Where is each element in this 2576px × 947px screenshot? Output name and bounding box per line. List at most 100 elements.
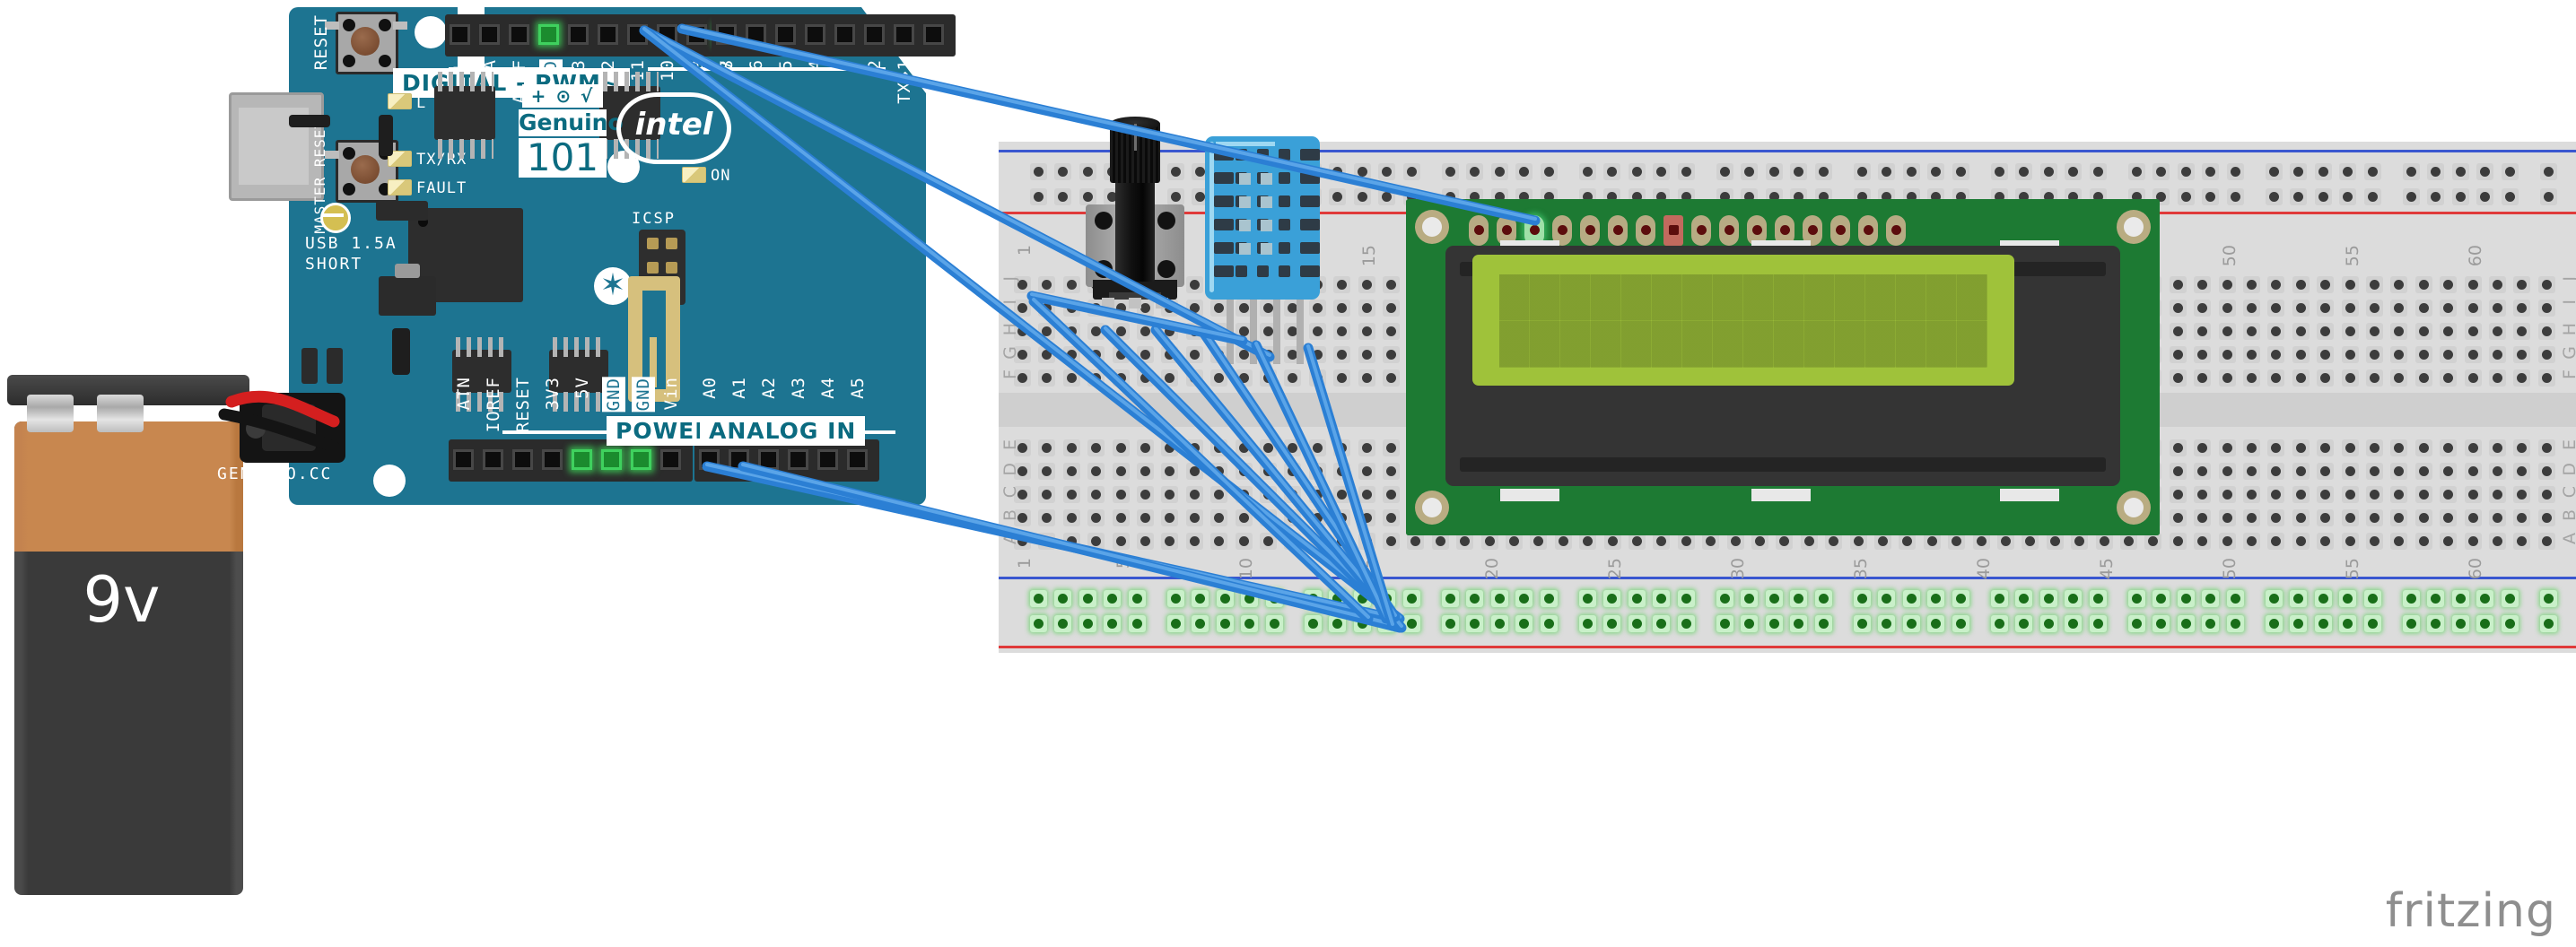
breadboard-hole-D52[interactable] bbox=[2267, 463, 2285, 480]
breadboard-rail-hole[interactable] bbox=[1814, 163, 1832, 180]
breadboard-rail-hole[interactable] bbox=[2065, 615, 2083, 632]
pin-socket-3V3[interactable] bbox=[542, 449, 563, 470]
breadboard-rail-hole[interactable] bbox=[1490, 163, 1508, 180]
breadboard-hole-G51[interactable] bbox=[2243, 346, 2260, 363]
breadboard-hole-H59[interactable] bbox=[2440, 323, 2458, 340]
breadboard-hole-E57[interactable] bbox=[2390, 439, 2408, 456]
breadboard-rail-hole[interactable] bbox=[1515, 590, 1533, 607]
breadboard-hole-E5[interactable] bbox=[1112, 439, 1130, 456]
breadboard-rail-hole[interactable] bbox=[2540, 163, 2557, 180]
breadboard-hole-B16[interactable] bbox=[1383, 509, 1400, 526]
breadboard-hole-D7[interactable] bbox=[1161, 463, 1179, 480]
breadboard-hole-E52[interactable] bbox=[2267, 439, 2285, 456]
breadboard-hole-D53[interactable] bbox=[2292, 463, 2310, 480]
breadboard-hole-I50[interactable] bbox=[2218, 300, 2236, 317]
breadboard-hole-B4[interactable] bbox=[1087, 509, 1105, 526]
breadboard-hole-B5[interactable] bbox=[1112, 509, 1130, 526]
breadboard-rail-hole[interactable] bbox=[1790, 615, 1808, 632]
pin-socket-A0[interactable] bbox=[699, 449, 720, 470]
breadboard-hole-E48[interactable] bbox=[2169, 439, 2187, 456]
breadboard-hole-A4[interactable] bbox=[1087, 533, 1105, 550]
analog-header[interactable] bbox=[694, 439, 879, 482]
breadboard-hole-F57[interactable] bbox=[2390, 369, 2408, 387]
breadboard-hole-G61[interactable] bbox=[2489, 346, 2506, 363]
breadboard-hole-F52[interactable] bbox=[2267, 369, 2285, 387]
breadboard-hole-E13[interactable] bbox=[1308, 439, 1326, 456]
breadboard-hole-J56[interactable] bbox=[2366, 276, 2383, 293]
breadboard-rail-hole[interactable] bbox=[2363, 590, 2381, 607]
breadboard-hole-J16[interactable] bbox=[1383, 276, 1400, 293]
pin-socket-A1[interactable] bbox=[729, 449, 749, 470]
breadboard-hole-H60[interactable] bbox=[2464, 323, 2482, 340]
breadboard-rail-hole[interactable] bbox=[1653, 163, 1671, 180]
breadboard-hole-G4[interactable] bbox=[1087, 346, 1105, 363]
breadboard-hole-B62[interactable] bbox=[2513, 509, 2531, 526]
breadboard-hole-J55[interactable] bbox=[2341, 276, 2359, 293]
breadboard-hole-H9[interactable] bbox=[1210, 323, 1228, 340]
breadboard-rail-hole[interactable] bbox=[1677, 590, 1695, 607]
breadboard-hole-B7[interactable] bbox=[1161, 509, 1179, 526]
breadboard-hole-A59[interactable] bbox=[2440, 533, 2458, 550]
breadboard-rail-hole[interactable] bbox=[2427, 188, 2445, 205]
breadboard-rail-hole[interactable] bbox=[2128, 163, 2145, 180]
breadboard-hole-H51[interactable] bbox=[2243, 323, 2260, 340]
breadboard-hole-A33[interactable] bbox=[1800, 533, 1818, 550]
breadboard-rail-hole[interactable] bbox=[2451, 163, 2469, 180]
breadboard-hole-I61[interactable] bbox=[2489, 300, 2506, 317]
breadboard-hole-H54[interactable] bbox=[2317, 323, 2335, 340]
breadboard-rail-hole[interactable] bbox=[1741, 590, 1759, 607]
breadboard-hole-E55[interactable] bbox=[2341, 439, 2359, 456]
breadboard-hole-D10[interactable] bbox=[1235, 463, 1253, 480]
breadboard-hole-B53[interactable] bbox=[2292, 509, 2310, 526]
breadboard-hole-A10[interactable] bbox=[1235, 533, 1253, 550]
breadboard-hole-A12[interactable] bbox=[1284, 533, 1302, 550]
breadboard-hole-J61[interactable] bbox=[2489, 276, 2506, 293]
breadboard-rail-hole[interactable] bbox=[1353, 163, 1371, 180]
breadboard-rail-hole[interactable] bbox=[1265, 590, 1283, 607]
breadboard-hole-J60[interactable] bbox=[2464, 276, 2482, 293]
breadboard-rail-hole[interactable] bbox=[1490, 590, 1508, 607]
breadboard-rail-hole[interactable] bbox=[1305, 590, 1322, 607]
breadboard-rail-hole[interactable] bbox=[2363, 188, 2381, 205]
breadboard-hole-C2[interactable] bbox=[1038, 486, 1056, 503]
breadboard-rail-hole[interactable] bbox=[1442, 590, 1459, 607]
breadboard-rail-hole[interactable] bbox=[2039, 590, 2057, 607]
digital-header-left[interactable] bbox=[445, 14, 748, 56]
breadboard-hole-D55[interactable] bbox=[2341, 463, 2359, 480]
breadboard-rail-hole[interactable] bbox=[2202, 590, 2220, 607]
breadboard-hole-D57[interactable] bbox=[2390, 463, 2408, 480]
breadboard-rail-hole[interactable] bbox=[2152, 590, 2170, 607]
breadboard-hole-H6[interactable] bbox=[1137, 323, 1154, 340]
pin-socket-5V[interactable] bbox=[572, 449, 592, 470]
breadboard-hole-F59[interactable] bbox=[2440, 369, 2458, 387]
breadboard-hole-A40[interactable] bbox=[1972, 533, 1990, 550]
breadboard-rail-hole[interactable] bbox=[1741, 163, 1759, 180]
breadboard-hole-C12[interactable] bbox=[1284, 486, 1302, 503]
breadboard-hole-C3[interactable] bbox=[1062, 486, 1080, 503]
breadboard-hole-H53[interactable] bbox=[2292, 323, 2310, 340]
breadboard-hole-H50[interactable] bbox=[2218, 323, 2236, 340]
breadboard-hole-G5[interactable] bbox=[1112, 346, 1130, 363]
pin-socket-6[interactable] bbox=[746, 24, 766, 45]
breadboard-hole-D63[interactable] bbox=[2537, 463, 2555, 480]
breadboard-hole-A28[interactable] bbox=[1677, 533, 1695, 550]
breadboard-hole-D62[interactable] bbox=[2513, 463, 2531, 480]
breadboard-rail-hole[interactable] bbox=[1902, 163, 1920, 180]
breadboard-rail-hole[interactable] bbox=[2314, 163, 2332, 180]
breadboard-rail-hole[interactable] bbox=[1991, 615, 2008, 632]
breadboard-rail-hole[interactable] bbox=[1628, 163, 1646, 180]
breadboard-hole-A3[interactable] bbox=[1062, 533, 1080, 550]
breadboard-rail-hole[interactable] bbox=[1716, 590, 1733, 607]
breadboard-hole-C60[interactable] bbox=[2464, 486, 2482, 503]
breadboard-rail-hole[interactable] bbox=[1628, 615, 1646, 632]
breadboard-rail-hole[interactable] bbox=[1854, 615, 1871, 632]
breadboard-hole-D4[interactable] bbox=[1087, 463, 1105, 480]
breadboard-rail-hole[interactable] bbox=[1378, 188, 1396, 205]
breadboard-hole-E51[interactable] bbox=[2243, 439, 2260, 456]
breadboard-hole-I58[interactable] bbox=[2414, 300, 2432, 317]
breadboard-hole-F15[interactable] bbox=[1358, 369, 1375, 387]
breadboard-hole-A22[interactable] bbox=[1530, 533, 1548, 550]
breadboard-hole-A18[interactable] bbox=[1431, 533, 1449, 550]
pin-socket-IOREF[interactable] bbox=[483, 449, 503, 470]
breadboard-hole-G6[interactable] bbox=[1137, 346, 1154, 363]
